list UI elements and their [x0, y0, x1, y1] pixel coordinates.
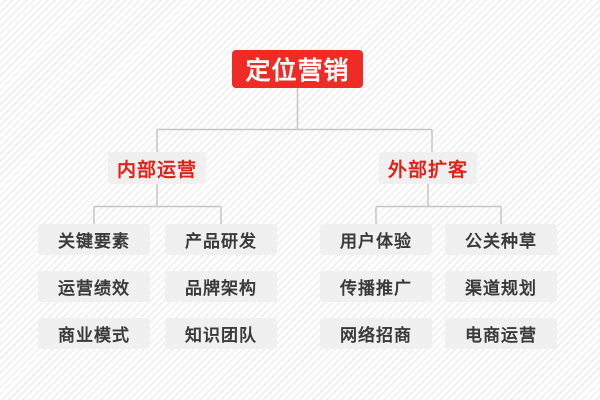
leaf-node-col3-row3[interactable]: 网络招商: [320, 318, 432, 349]
branch-node-external-acquisition[interactable]: 外部扩客: [379, 152, 477, 184]
branch-node-internal-operations[interactable]: 内部运营: [108, 152, 206, 184]
leaf-node-col2-row2[interactable]: 品牌架构: [165, 271, 277, 302]
leaf-node-col2-row1[interactable]: 产品研发: [165, 224, 277, 255]
leaf-node-col2-row3[interactable]: 知识团队: [165, 318, 277, 349]
root-node[interactable]: 定位营销: [232, 50, 363, 88]
leaf-node-col3-row2[interactable]: 传播推广: [320, 271, 432, 302]
leaf-node-col1-row1[interactable]: 关键要素: [38, 224, 150, 255]
leaf-node-col4-row1[interactable]: 公关种草: [445, 224, 557, 255]
leaf-node-col4-row2[interactable]: 渠道规划: [445, 271, 557, 302]
leaf-node-col4-row3[interactable]: 电商运营: [445, 318, 557, 349]
leaf-node-col1-row2[interactable]: 运营绩效: [38, 271, 150, 302]
leaf-node-col3-row1[interactable]: 用户体验: [320, 224, 432, 255]
leaf-node-col1-row3[interactable]: 商业模式: [38, 318, 150, 349]
